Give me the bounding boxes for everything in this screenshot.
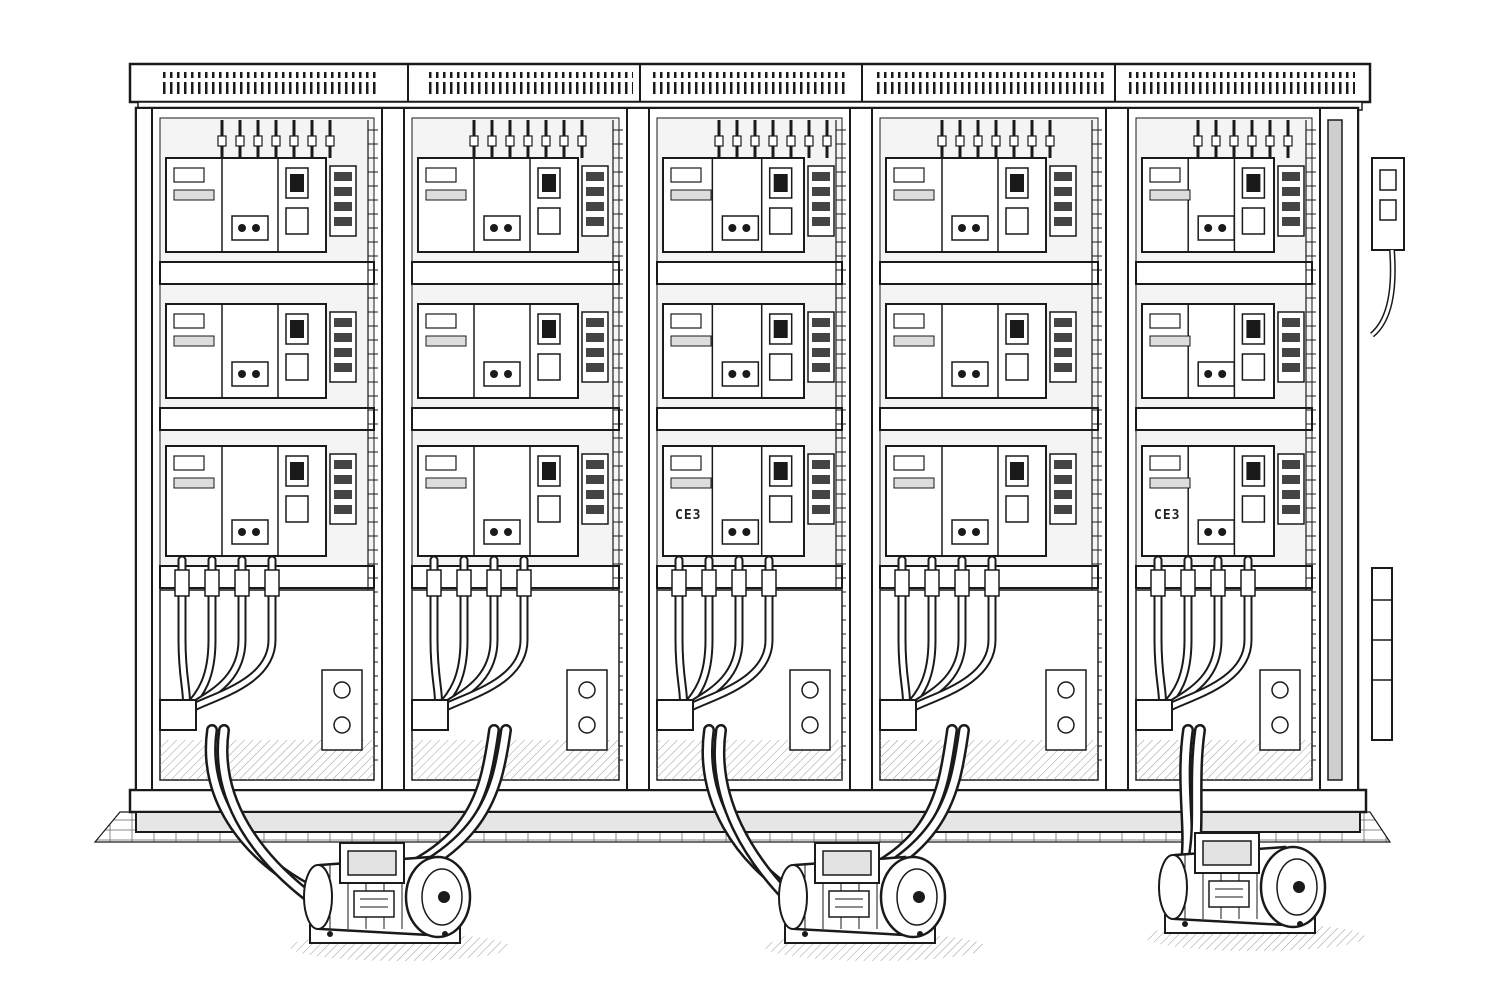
switch-panel-5: [1127, 107, 1321, 791]
breaker-module: [417, 303, 609, 399]
breaker-module: [417, 157, 609, 253]
breaker-module: [662, 157, 835, 253]
breaker-module: [662, 445, 835, 557]
switch-panel-1: [151, 107, 383, 791]
cabinet-pillars: [135, 107, 1359, 791]
breaker-module: [165, 445, 357, 557]
breaker-module: [885, 445, 1077, 557]
cabinet-header: [128, 62, 1372, 111]
electric-motor-2: [765, 842, 985, 961]
breaker-module: [885, 157, 1077, 253]
breaker-module: [165, 157, 357, 253]
breaker-module: [885, 303, 1077, 399]
breaker-module: [1141, 157, 1305, 253]
switch-panel-2: [403, 107, 628, 791]
electric-motor-1: [290, 842, 510, 961]
switch-panel-4: [871, 107, 1107, 791]
breaker-module: [662, 303, 835, 399]
breaker-module: [1141, 445, 1305, 557]
switch-panel-3: [648, 107, 851, 791]
breaker-module: [1141, 303, 1305, 399]
side-junction-box: [1369, 157, 1405, 741]
electric-motor-3: [1145, 832, 1365, 951]
breaker-module: [165, 303, 357, 399]
breaker-module: [417, 445, 609, 557]
